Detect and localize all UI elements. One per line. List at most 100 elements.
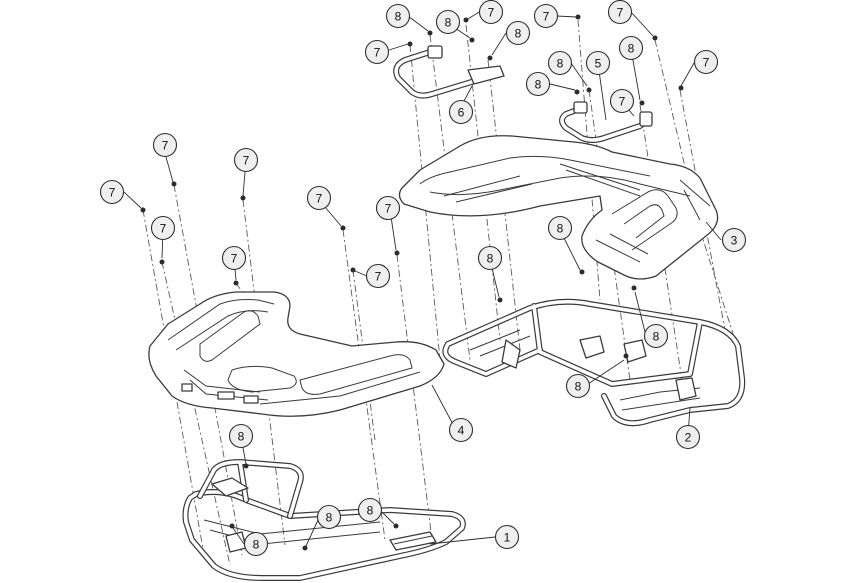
callout-bubble-7: 7 xyxy=(306,185,332,211)
grab-handle-left xyxy=(393,45,505,99)
callout-bubble-8: 8 xyxy=(228,423,254,449)
callout-bubble-8: 8 xyxy=(565,373,591,399)
callout-number: 8 xyxy=(515,27,522,41)
callout-number: 7 xyxy=(703,56,710,70)
callout-number: 7 xyxy=(374,46,381,60)
callout-bubble-7: 7 xyxy=(152,132,178,158)
callout-circle xyxy=(448,417,474,443)
callout-number: 8 xyxy=(653,330,660,344)
callout-number: 7 xyxy=(488,6,495,20)
callout-circle xyxy=(565,373,591,399)
callout-number: 7 xyxy=(316,192,323,206)
callout-bubble-7: 7 xyxy=(375,195,401,221)
rear-lower-frame xyxy=(442,298,746,427)
callout-number: 8 xyxy=(395,10,402,24)
callout-number: 4 xyxy=(458,424,465,438)
callout-bubble-8: 8 xyxy=(547,50,573,76)
callout-bubble-8: 8 xyxy=(643,323,669,349)
callout-number: 5 xyxy=(595,57,602,71)
callout-number: 8 xyxy=(326,511,333,525)
callout-bubble-7: 7 xyxy=(233,147,259,173)
callout-bubble-8: 8 xyxy=(547,215,573,241)
callout-circle xyxy=(609,88,635,114)
front-lower-frame xyxy=(182,459,466,581)
callout-bubble-7: 7 xyxy=(365,263,391,289)
callout-bubble-8: 8 xyxy=(505,20,531,46)
callout-number: 8 xyxy=(253,538,260,552)
callout-number: 8 xyxy=(557,222,564,236)
callout-number: 1 xyxy=(504,531,511,545)
callout-number: 7 xyxy=(162,139,169,153)
callout-bubble-8: 8 xyxy=(525,71,551,97)
callout-circle xyxy=(150,215,176,241)
callout-bubble-7: 7 xyxy=(533,3,559,29)
fastener-markers xyxy=(140,14,684,551)
callout-number: 8 xyxy=(628,42,635,56)
callout-circle xyxy=(306,185,332,211)
callout-circle xyxy=(365,263,391,289)
callout-bubble-8: 8 xyxy=(316,504,342,530)
callout-circle xyxy=(316,504,342,530)
callout-number: 8 xyxy=(557,57,564,71)
callout-bubble-8: 8 xyxy=(385,3,411,29)
callout-circle xyxy=(375,195,401,221)
callout-bubble-8: 8 xyxy=(435,9,461,35)
callout-number: 8 xyxy=(487,252,494,266)
callout-circle xyxy=(233,147,259,173)
callout-circle xyxy=(675,424,701,450)
callout-bubble-4: 4 xyxy=(448,417,474,443)
callout-number: 7 xyxy=(231,252,238,266)
callout-circle xyxy=(364,39,390,65)
callout-number: 7 xyxy=(243,154,250,168)
callout-number: 2 xyxy=(685,431,692,445)
callout-circle xyxy=(607,0,633,25)
callout-bubble-7: 7 xyxy=(99,179,125,205)
callout-circle xyxy=(721,227,747,253)
callout-bubble-1: 1 xyxy=(494,524,520,550)
callout-circle xyxy=(152,132,178,158)
callout-circle xyxy=(547,215,573,241)
callout-number: 7 xyxy=(619,95,626,109)
callout-circle xyxy=(547,50,573,76)
front-rack-plate xyxy=(148,291,445,417)
callout-number: 7 xyxy=(385,202,392,216)
callout-number: 3 xyxy=(731,234,738,248)
callout-number: 8 xyxy=(445,16,452,30)
callout-bubble-6: 6 xyxy=(448,99,474,125)
callout-circle xyxy=(525,71,551,97)
callout-circle xyxy=(99,179,125,205)
callout-circle xyxy=(221,245,247,271)
callout-circle xyxy=(228,423,254,449)
grab-handle-right xyxy=(559,101,653,143)
callout-circle xyxy=(533,3,559,29)
callout-circle xyxy=(243,531,269,557)
callout-number: 7 xyxy=(617,6,624,20)
callout-circle xyxy=(435,9,461,35)
callout-circle xyxy=(478,0,504,25)
callout-circle xyxy=(643,323,669,349)
callout-bubble-8: 8 xyxy=(243,531,269,557)
callout-bubble-8: 8 xyxy=(618,35,644,61)
callout-bubble-7: 7 xyxy=(150,215,176,241)
callout-bubble-8: 8 xyxy=(357,497,383,523)
callout-bubble-7: 7 xyxy=(221,245,247,271)
callout-number: 8 xyxy=(535,78,542,92)
callout-circle xyxy=(477,245,503,271)
callout-circle xyxy=(505,20,531,46)
callout-layer: 8 7 8 7 8 7 7 8 5 8 8 7 7 6 7 7 7 7 7 7 7 7 8 8 3 8 8 2 4 8 8 8 8 1 xyxy=(99,0,747,557)
callout-circle xyxy=(585,50,611,76)
callout-number: 7 xyxy=(109,186,116,200)
callout-number: 6 xyxy=(458,106,465,120)
callout-circle xyxy=(494,524,520,550)
callout-number: 7 xyxy=(543,10,550,24)
callout-circle xyxy=(618,35,644,61)
callout-bubble-3: 3 xyxy=(721,227,747,253)
callout-bubble-7: 7 xyxy=(478,0,504,25)
callout-bubble-8: 8 xyxy=(477,245,503,271)
callout-number: 8 xyxy=(367,504,374,518)
callout-circle xyxy=(357,497,383,523)
callout-circle xyxy=(385,3,411,29)
callout-number: 7 xyxy=(375,270,382,284)
callout-bubble-2: 2 xyxy=(675,424,701,450)
